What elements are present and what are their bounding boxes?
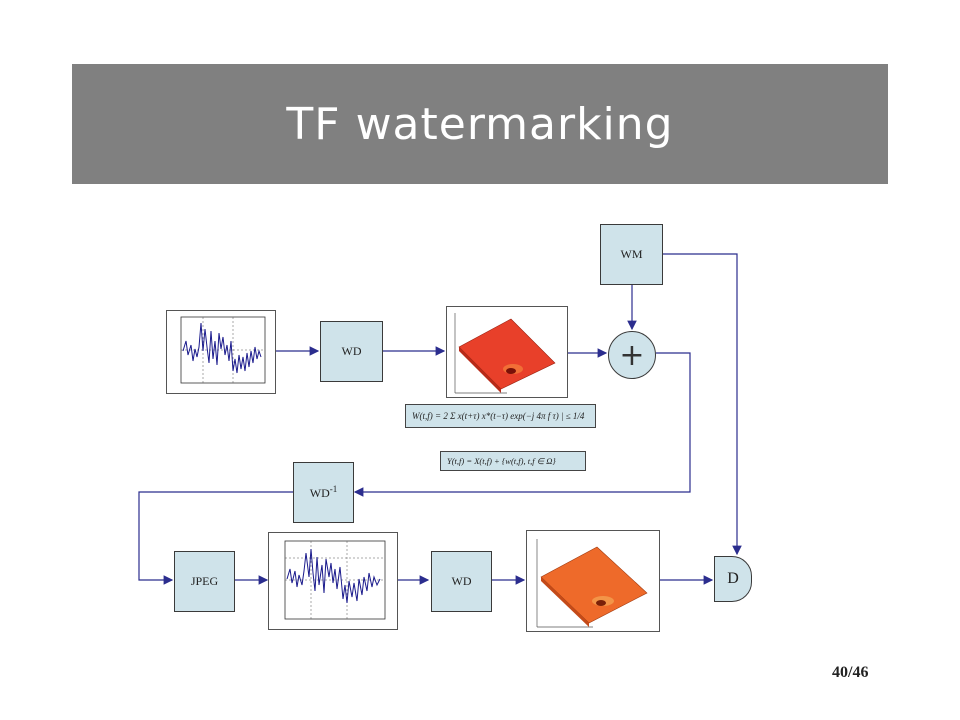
wire-inverse-to-jpeg: [138, 491, 293, 585]
wire-wm-to-detector: [662, 253, 742, 556]
wd-inverse-label: WD-1: [309, 484, 338, 500]
wd-top-label: WD: [341, 344, 362, 358]
detector-label: D: [727, 570, 739, 587]
adder-node: +: [608, 331, 656, 379]
wigner-formula-text: W(t,f) = 2 Σ x(t+τ) x*(t−τ) exp(−j 4π f …: [412, 411, 585, 421]
watermarked-formula-text: Y(t,f) = X(t,f) + {w(t,f), t,f ∈ Ω}: [447, 455, 556, 466]
wm-block: WM: [600, 224, 663, 285]
wd-bottom-label: WD: [451, 574, 472, 588]
signal-waveform-bottom: [284, 540, 386, 620]
tf-surface-top: [454, 313, 556, 394]
jpeg-block: JPEG: [174, 551, 235, 612]
wigner-formula: W(t,f) = 2 Σ x(t+τ) x*(t−τ) exp(−j 4π f …: [405, 404, 596, 428]
jpeg-label: JPEG: [190, 574, 219, 588]
slide-title: TF watermarking: [286, 98, 674, 150]
tf-plot-bottom: [526, 530, 660, 632]
wm-label: WM: [620, 247, 643, 261]
signal-waveform-top: [180, 316, 266, 384]
wd-bottom-block: WD: [431, 551, 492, 612]
title-bar: TF watermarking: [72, 64, 888, 184]
detector-block: D: [714, 556, 752, 602]
wd-top-block: WD: [320, 321, 383, 382]
page-number: 40/46: [832, 664, 869, 681]
tf-surface-bottom: [536, 539, 648, 628]
wire-plus-to-inverse: [353, 352, 691, 497]
watermarked-formula: Y(t,f) = X(t,f) + {w(t,f), t,f ∈ Ω}: [440, 451, 586, 471]
signal-plot-bottom: [268, 532, 398, 630]
plus-sign: +: [619, 337, 645, 373]
tf-plot-top: [446, 306, 568, 398]
wd-inverse-block: WD-1: [293, 462, 354, 523]
signal-plot-top: [166, 310, 276, 394]
